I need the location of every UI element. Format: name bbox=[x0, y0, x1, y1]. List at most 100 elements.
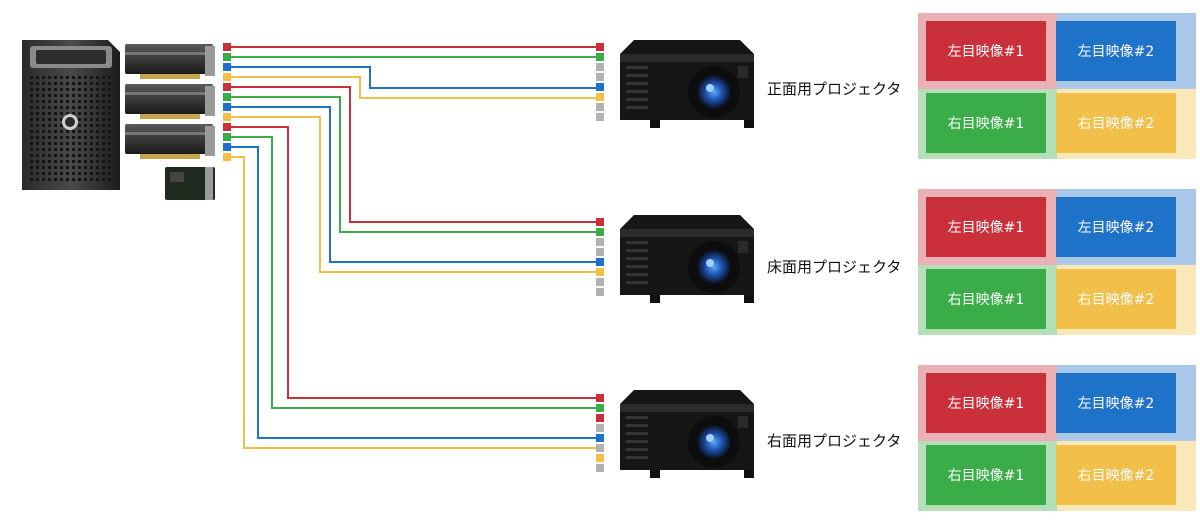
grille-hole bbox=[42, 142, 45, 145]
grille-hole bbox=[84, 148, 87, 151]
gpu-cards bbox=[125, 44, 215, 159]
grille-hole bbox=[66, 130, 69, 133]
grille-hole bbox=[90, 148, 93, 151]
projector-vent bbox=[626, 90, 648, 93]
grille-hole bbox=[96, 76, 99, 79]
grille-hole bbox=[78, 100, 81, 103]
grille-hole bbox=[108, 124, 111, 127]
tower-grille bbox=[30, 76, 111, 181]
grille-hole bbox=[42, 106, 45, 109]
input-port-red bbox=[596, 43, 604, 51]
grille-hole bbox=[102, 166, 105, 169]
grille-hole bbox=[66, 112, 69, 115]
grille-hole bbox=[90, 136, 93, 139]
projector-vent bbox=[626, 82, 648, 85]
grille-hole bbox=[54, 100, 57, 103]
projector-side-panel bbox=[738, 66, 748, 78]
grille-hole bbox=[48, 142, 51, 145]
projector-top-edge bbox=[620, 54, 754, 62]
grille-hole bbox=[72, 94, 75, 97]
tower-handle-gap bbox=[36, 50, 106, 64]
grille-hole bbox=[84, 130, 87, 133]
grille-hole bbox=[78, 160, 81, 163]
grille-hole bbox=[36, 112, 39, 115]
grille-hole bbox=[78, 172, 81, 175]
grille-hole bbox=[54, 88, 57, 91]
grille-hole bbox=[84, 82, 87, 85]
grille-hole bbox=[66, 94, 69, 97]
eye-cell-right-1: 右目映像#1 bbox=[926, 445, 1046, 505]
projector-vent bbox=[626, 106, 648, 109]
grille-hole bbox=[42, 76, 45, 79]
eye-cell-right-2: 右目映像#2 bbox=[1056, 445, 1176, 505]
grille-hole bbox=[84, 112, 87, 115]
grille-hole bbox=[108, 148, 111, 151]
gpu-shroud bbox=[125, 84, 213, 114]
input-port-gray bbox=[596, 288, 604, 296]
eye-grid-floor: 左目映像#1 左目映像#2 右目映像#1 右目映像#2 bbox=[918, 189, 1196, 335]
eye-cell-right-2: 右目映像#2 bbox=[1056, 269, 1176, 329]
eye-cell-left-2: 左目映像#2 bbox=[1056, 197, 1176, 257]
input-port-yellow bbox=[596, 93, 604, 101]
workstation-tower-icon bbox=[22, 40, 120, 190]
grille-hole bbox=[72, 142, 75, 145]
grille-hole bbox=[72, 160, 75, 163]
projector-vent bbox=[626, 281, 648, 284]
input-port-gray bbox=[596, 424, 604, 432]
grille-hole bbox=[78, 76, 81, 79]
grille-hole bbox=[36, 130, 39, 133]
grille-hole bbox=[84, 154, 87, 157]
grille-hole bbox=[54, 178, 57, 181]
grille-hole bbox=[60, 118, 63, 121]
grille-hole bbox=[66, 142, 69, 145]
grille-hole bbox=[90, 178, 93, 181]
input-port-gray bbox=[596, 238, 604, 246]
grille-hole bbox=[90, 166, 93, 169]
grille-hole bbox=[84, 106, 87, 109]
input-port-red bbox=[596, 414, 604, 422]
grille-hole bbox=[60, 100, 63, 103]
projector-vent bbox=[626, 66, 648, 69]
grille-hole bbox=[48, 136, 51, 139]
grille-hole bbox=[54, 118, 57, 121]
grille-hole bbox=[96, 82, 99, 85]
grille-hole bbox=[90, 88, 93, 91]
grille-hole bbox=[30, 154, 33, 157]
grille-hole bbox=[72, 106, 75, 109]
grille-hole bbox=[96, 148, 99, 151]
grille-hole bbox=[78, 154, 81, 157]
grille-hole bbox=[48, 82, 51, 85]
grille-hole bbox=[84, 160, 87, 163]
grille-hole bbox=[48, 148, 51, 151]
grille-hole bbox=[60, 106, 63, 109]
grille-hole bbox=[78, 118, 81, 121]
cable-green bbox=[228, 96, 598, 233]
projector-foot bbox=[744, 470, 754, 478]
grille-hole bbox=[84, 178, 87, 181]
projector-foot bbox=[744, 120, 754, 128]
input-port-gray bbox=[596, 248, 604, 256]
grille-hole bbox=[102, 100, 105, 103]
grille-hole bbox=[60, 172, 63, 175]
grille-hole bbox=[72, 154, 75, 157]
grille-hole bbox=[102, 124, 105, 127]
projector-vent bbox=[626, 416, 648, 419]
gpu-card-icon bbox=[125, 84, 215, 119]
grille-hole bbox=[102, 148, 105, 151]
grille-hole bbox=[108, 142, 111, 145]
grille-hole bbox=[96, 142, 99, 145]
grille-hole bbox=[48, 106, 51, 109]
output-port-yellow bbox=[223, 73, 231, 81]
grille-hole bbox=[30, 178, 33, 181]
output-port-red bbox=[223, 43, 231, 51]
grille-hole bbox=[36, 94, 39, 97]
grille-hole bbox=[54, 172, 57, 175]
grille-hole bbox=[78, 94, 81, 97]
grille-hole bbox=[108, 166, 111, 169]
grille-hole bbox=[60, 178, 63, 181]
dell-logo-inner bbox=[65, 117, 75, 127]
projector-icon bbox=[620, 40, 754, 128]
grille-hole bbox=[108, 94, 111, 97]
grille-hole bbox=[102, 106, 105, 109]
